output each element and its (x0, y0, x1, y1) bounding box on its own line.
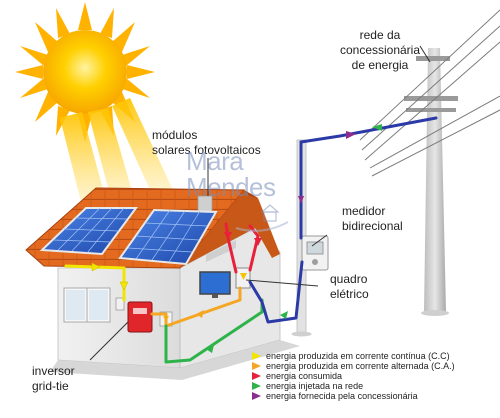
bidirectional-meter (301, 235, 329, 271)
legend-text-injected: energia injetada na rede (266, 381, 364, 391)
label-utility-grid-text: rede da concessionária de energia (339, 28, 421, 72)
label-solar-modules-text: módulos solares fotovoltaicos (152, 128, 261, 157)
legend-text-consumed: energia consumida (266, 371, 343, 381)
label-inverter: inversor grid-tie (32, 364, 75, 394)
electrical-panel (235, 267, 251, 289)
label-leaders (89, 45, 431, 361)
watermark-line2: Mendes (186, 172, 276, 202)
home-watermark-icon (235, 204, 289, 232)
legend-swatch-supplied (252, 392, 261, 400)
label-bidirectional-meter-text: medidor bidirecional (342, 204, 403, 233)
legend-swatch-consumed (252, 372, 261, 380)
label-solar-modules: módulos solares fotovoltaicos (152, 128, 261, 158)
legend-text-supplied: energia fornecida pela concessionária (266, 391, 418, 401)
label-inverter-text: inversor grid-tie (32, 364, 75, 393)
label-bidirectional-meter: medidor bidirecional (342, 204, 403, 234)
house (50, 227, 300, 380)
legend-swatch-dc (252, 352, 261, 360)
label-utility-grid: rede da concessionária de energia (332, 28, 428, 73)
legend-item-dc: energia produzida em corrente contínua (… (252, 351, 455, 361)
legend-text-dc: energia produzida em corrente contínua (… (266, 351, 450, 361)
legend-item-ac: energia produzida em corrente alternada … (252, 361, 455, 371)
watermark-line1: Mara (186, 146, 244, 176)
legend-item-consumed: energia consumida (252, 371, 455, 381)
legend: energia produzida em corrente contínua (… (252, 351, 455, 401)
flow-arrows (91, 124, 382, 353)
legend-swatch-ac (252, 362, 261, 370)
legend-item-supplied: energia fornecida pela concessionária (252, 391, 455, 401)
wiring (64, 116, 438, 364)
sun-icon (15, 2, 155, 142)
legend-swatch-injected (252, 382, 261, 390)
solar-panels (39, 207, 218, 266)
tv-screen (199, 271, 231, 298)
label-electrical-panel-text: quadro elétrico (330, 272, 369, 301)
legend-item-injected: energia injetada na rede (252, 381, 455, 391)
grid-tie-inverter (127, 301, 153, 333)
legend-text-ac: energia produzida em corrente alternada … (266, 361, 455, 371)
utility-pole (359, 9, 500, 316)
label-electrical-panel: quadro elétrico (330, 272, 369, 302)
